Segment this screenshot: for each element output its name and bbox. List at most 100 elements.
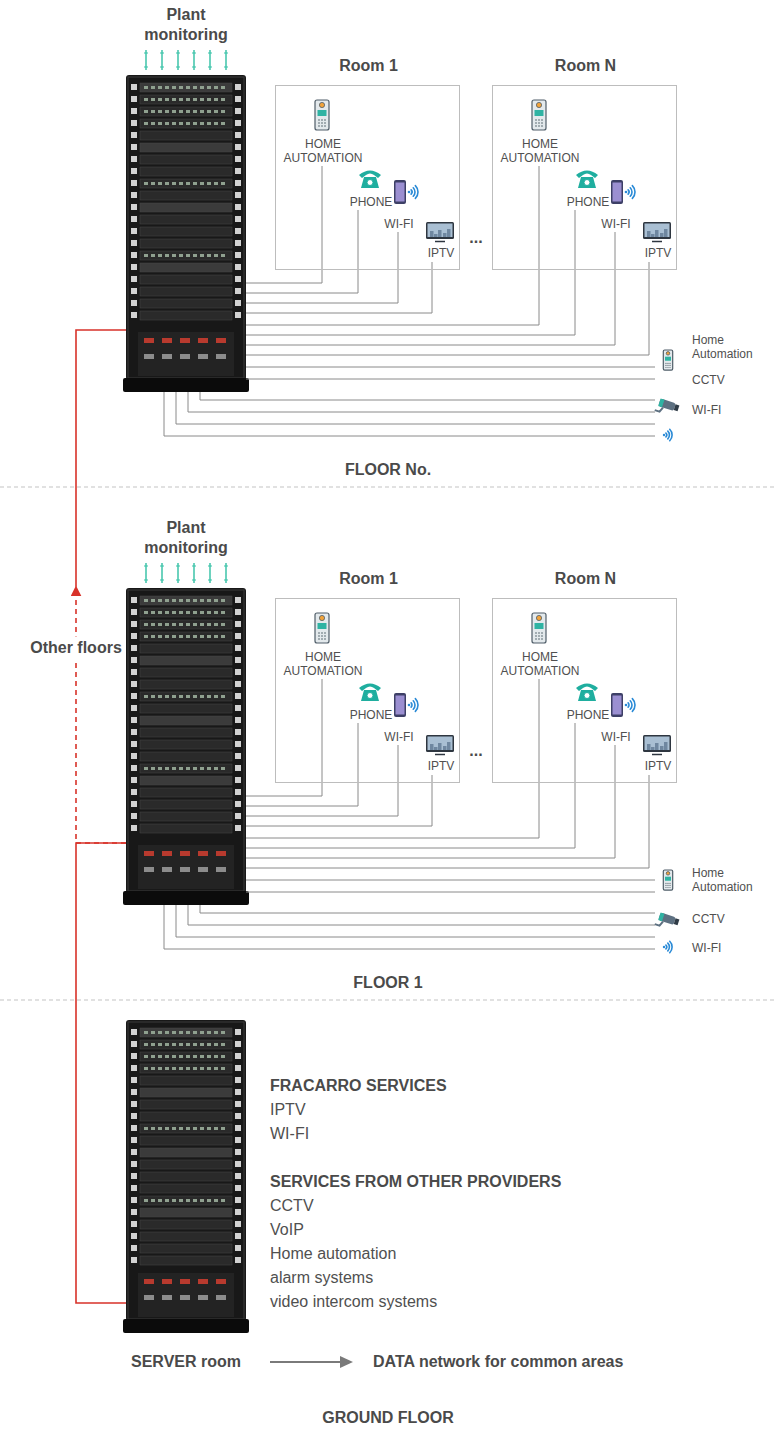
rack-unit — [140, 1040, 232, 1049]
monitor-tick — [160, 53, 164, 54]
intercom-key — [324, 125, 326, 127]
tv-icon — [643, 222, 671, 242]
patch-port — [214, 1043, 218, 1046]
service-label: VoIP — [270, 1220, 304, 1240]
tv-skyline — [647, 744, 651, 750]
cable-tie — [235, 1257, 241, 1263]
rack-unit — [140, 740, 232, 749]
intercom-screen — [665, 357, 671, 361]
power-unit — [216, 851, 226, 856]
patch-port — [151, 695, 155, 698]
patch-port — [165, 122, 169, 125]
patch-port — [144, 122, 148, 125]
patch-port — [165, 1055, 169, 1058]
patch-port — [193, 599, 197, 602]
server-rack-box: Plant monitoring — [126, 5, 246, 392]
patch-port — [144, 182, 148, 185]
cable-tie — [235, 1197, 241, 1203]
patch-port — [221, 611, 225, 614]
phone-dial — [367, 693, 373, 699]
patch-port — [179, 86, 183, 89]
patch-port — [172, 1067, 176, 1070]
patch-port — [144, 767, 148, 770]
connector-label: Other floors — [27, 636, 125, 659]
patch-port — [172, 98, 176, 101]
cable-tie — [235, 765, 241, 771]
tv-skyline — [443, 233, 447, 237]
phone-icon — [359, 684, 381, 702]
rack-unit — [140, 1160, 232, 1169]
cable-tie — [235, 228, 241, 234]
patch-port — [172, 1199, 176, 1202]
service-label: IPTV — [270, 1100, 306, 1120]
patch-port — [158, 623, 162, 626]
cable-tie — [131, 1041, 137, 1047]
camera-lens — [674, 404, 680, 411]
intercom-key — [535, 119, 537, 121]
intercom-screen — [535, 623, 544, 629]
cable-tie — [131, 180, 137, 186]
patch-port — [158, 86, 162, 89]
cable — [246, 679, 539, 838]
patch-port — [151, 611, 155, 614]
monitor-tick — [192, 566, 196, 567]
tv-stand — [435, 241, 445, 243]
intercom-key — [669, 365, 670, 366]
room-box: Room NHOME AUTOMATIONPHONEWI-FIIPTV — [492, 598, 677, 783]
cable-tie — [131, 1257, 137, 1263]
rack-unit — [140, 155, 232, 164]
wifi-wave — [665, 433, 667, 437]
power-unit — [180, 1279, 190, 1284]
intercom-key — [538, 635, 540, 637]
rack-unit — [140, 716, 232, 725]
patch-port — [144, 1199, 148, 1202]
cable-tie — [235, 789, 241, 795]
room-box: Room 1HOME AUTOMATIONPHONEWI-FIIPTV — [275, 598, 460, 783]
phone-base — [578, 690, 596, 701]
wifi-dot — [663, 434, 665, 436]
patch-port — [214, 1055, 218, 1058]
intercom-key — [324, 638, 326, 640]
cable-tie — [131, 765, 137, 771]
patch-port — [165, 1043, 169, 1046]
rack-unit — [140, 800, 232, 809]
intercom-key — [324, 632, 326, 634]
patch-port — [144, 254, 148, 257]
patch-port — [151, 110, 155, 113]
node-heading: Room N — [555, 569, 616, 589]
patch-port — [221, 1067, 225, 1070]
cable-tie — [235, 1161, 241, 1167]
cable — [246, 775, 649, 868]
smartphone-icon — [611, 693, 623, 717]
phone-handset — [359, 171, 381, 179]
cable-tie — [235, 264, 241, 270]
tv-skyline — [430, 744, 434, 750]
camera-mount — [655, 919, 663, 926]
monitor-tick — [176, 53, 180, 54]
cable-tie — [235, 132, 241, 138]
intercom-screen — [318, 110, 327, 116]
patch-port — [207, 695, 211, 698]
patch-port — [179, 767, 183, 770]
intercom-key — [538, 119, 540, 121]
patch-port — [158, 110, 162, 113]
cable-tie — [235, 1053, 241, 1059]
monitor-tick — [208, 67, 212, 68]
patch-port — [214, 110, 218, 113]
patch-port — [179, 182, 183, 185]
patch-port — [221, 110, 225, 113]
patch-port — [144, 611, 148, 614]
cable-tie — [235, 657, 241, 663]
rack-unit — [140, 644, 232, 653]
patch-port — [165, 623, 169, 626]
tv-icon — [643, 735, 671, 755]
patch-port — [179, 599, 183, 602]
tv-icon — [426, 735, 454, 755]
power-unit — [144, 338, 154, 343]
intercom-key — [667, 887, 668, 888]
intercom-camera — [319, 102, 324, 107]
monitor-tick — [176, 67, 180, 68]
cable — [246, 210, 575, 335]
cctv-icon — [655, 912, 680, 931]
